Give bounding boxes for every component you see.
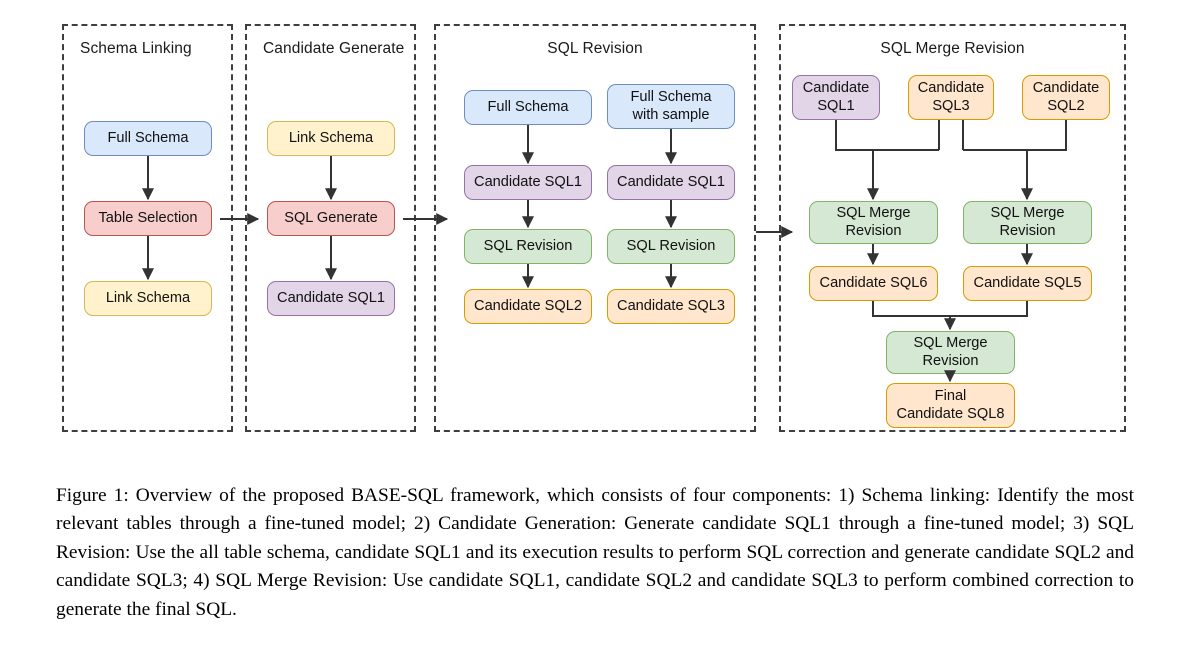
- panel-title-schema-linking: Schema Linking: [80, 40, 192, 57]
- panel-title-sql-merge-revision: SQL Merge Revision: [880, 40, 1025, 57]
- node-candidate-sql6: Candidate SQL6: [809, 266, 938, 301]
- node-sql-merge-revision-final: SQL Merge Revision: [886, 331, 1015, 374]
- panel-title-candidate-generate: Candidate Generate: [263, 40, 405, 57]
- node-full-schema-p3: Full Schema: [464, 90, 592, 125]
- node-sql-generate: SQL Generate: [267, 201, 395, 236]
- node-candidate-sql1-p3a: Candidate SQL1: [464, 165, 592, 200]
- node-full-schema-with-sample: Full Schema with sample: [607, 84, 735, 129]
- node-sql-merge-revision-left: SQL Merge Revision: [809, 201, 938, 244]
- figure-caption: Figure 1: Overview of the proposed BASE-…: [56, 485, 1134, 620]
- node-link-schema-p1: Link Schema: [84, 281, 212, 316]
- node-candidate-sql1-p3b: Candidate SQL1: [607, 165, 735, 200]
- node-sql-merge-revision-right: SQL Merge Revision: [963, 201, 1092, 244]
- node-table-selection: Table Selection: [84, 201, 212, 236]
- node-sql-revision-p3a: SQL Revision: [464, 229, 592, 264]
- node-candidate-sql5: Candidate SQL5: [963, 266, 1092, 301]
- panel-title-sql-revision: SQL Revision: [547, 40, 643, 57]
- node-candidate-sql3-p3: Candidate SQL3: [607, 289, 735, 324]
- figure-diagram: Schema Linking Full Schema Table Selecti…: [62, 24, 1126, 432]
- node-candidate-sql2-p4: Candidate SQL2: [1022, 75, 1110, 120]
- node-link-schema-p2: Link Schema: [267, 121, 395, 156]
- node-final-candidate-sql8: Final Candidate SQL8: [886, 383, 1015, 428]
- node-candidate-sql2: Candidate SQL2: [464, 289, 592, 324]
- node-candidate-sql3-p4: Candidate SQL3: [908, 75, 994, 120]
- node-candidate-sql1-p4: Candidate SQL1: [792, 75, 880, 120]
- node-sql-revision-p3b: SQL Revision: [607, 229, 735, 264]
- node-candidate-sql1-p2: Candidate SQL1: [267, 281, 395, 316]
- node-full-schema-p1: Full Schema: [84, 121, 212, 156]
